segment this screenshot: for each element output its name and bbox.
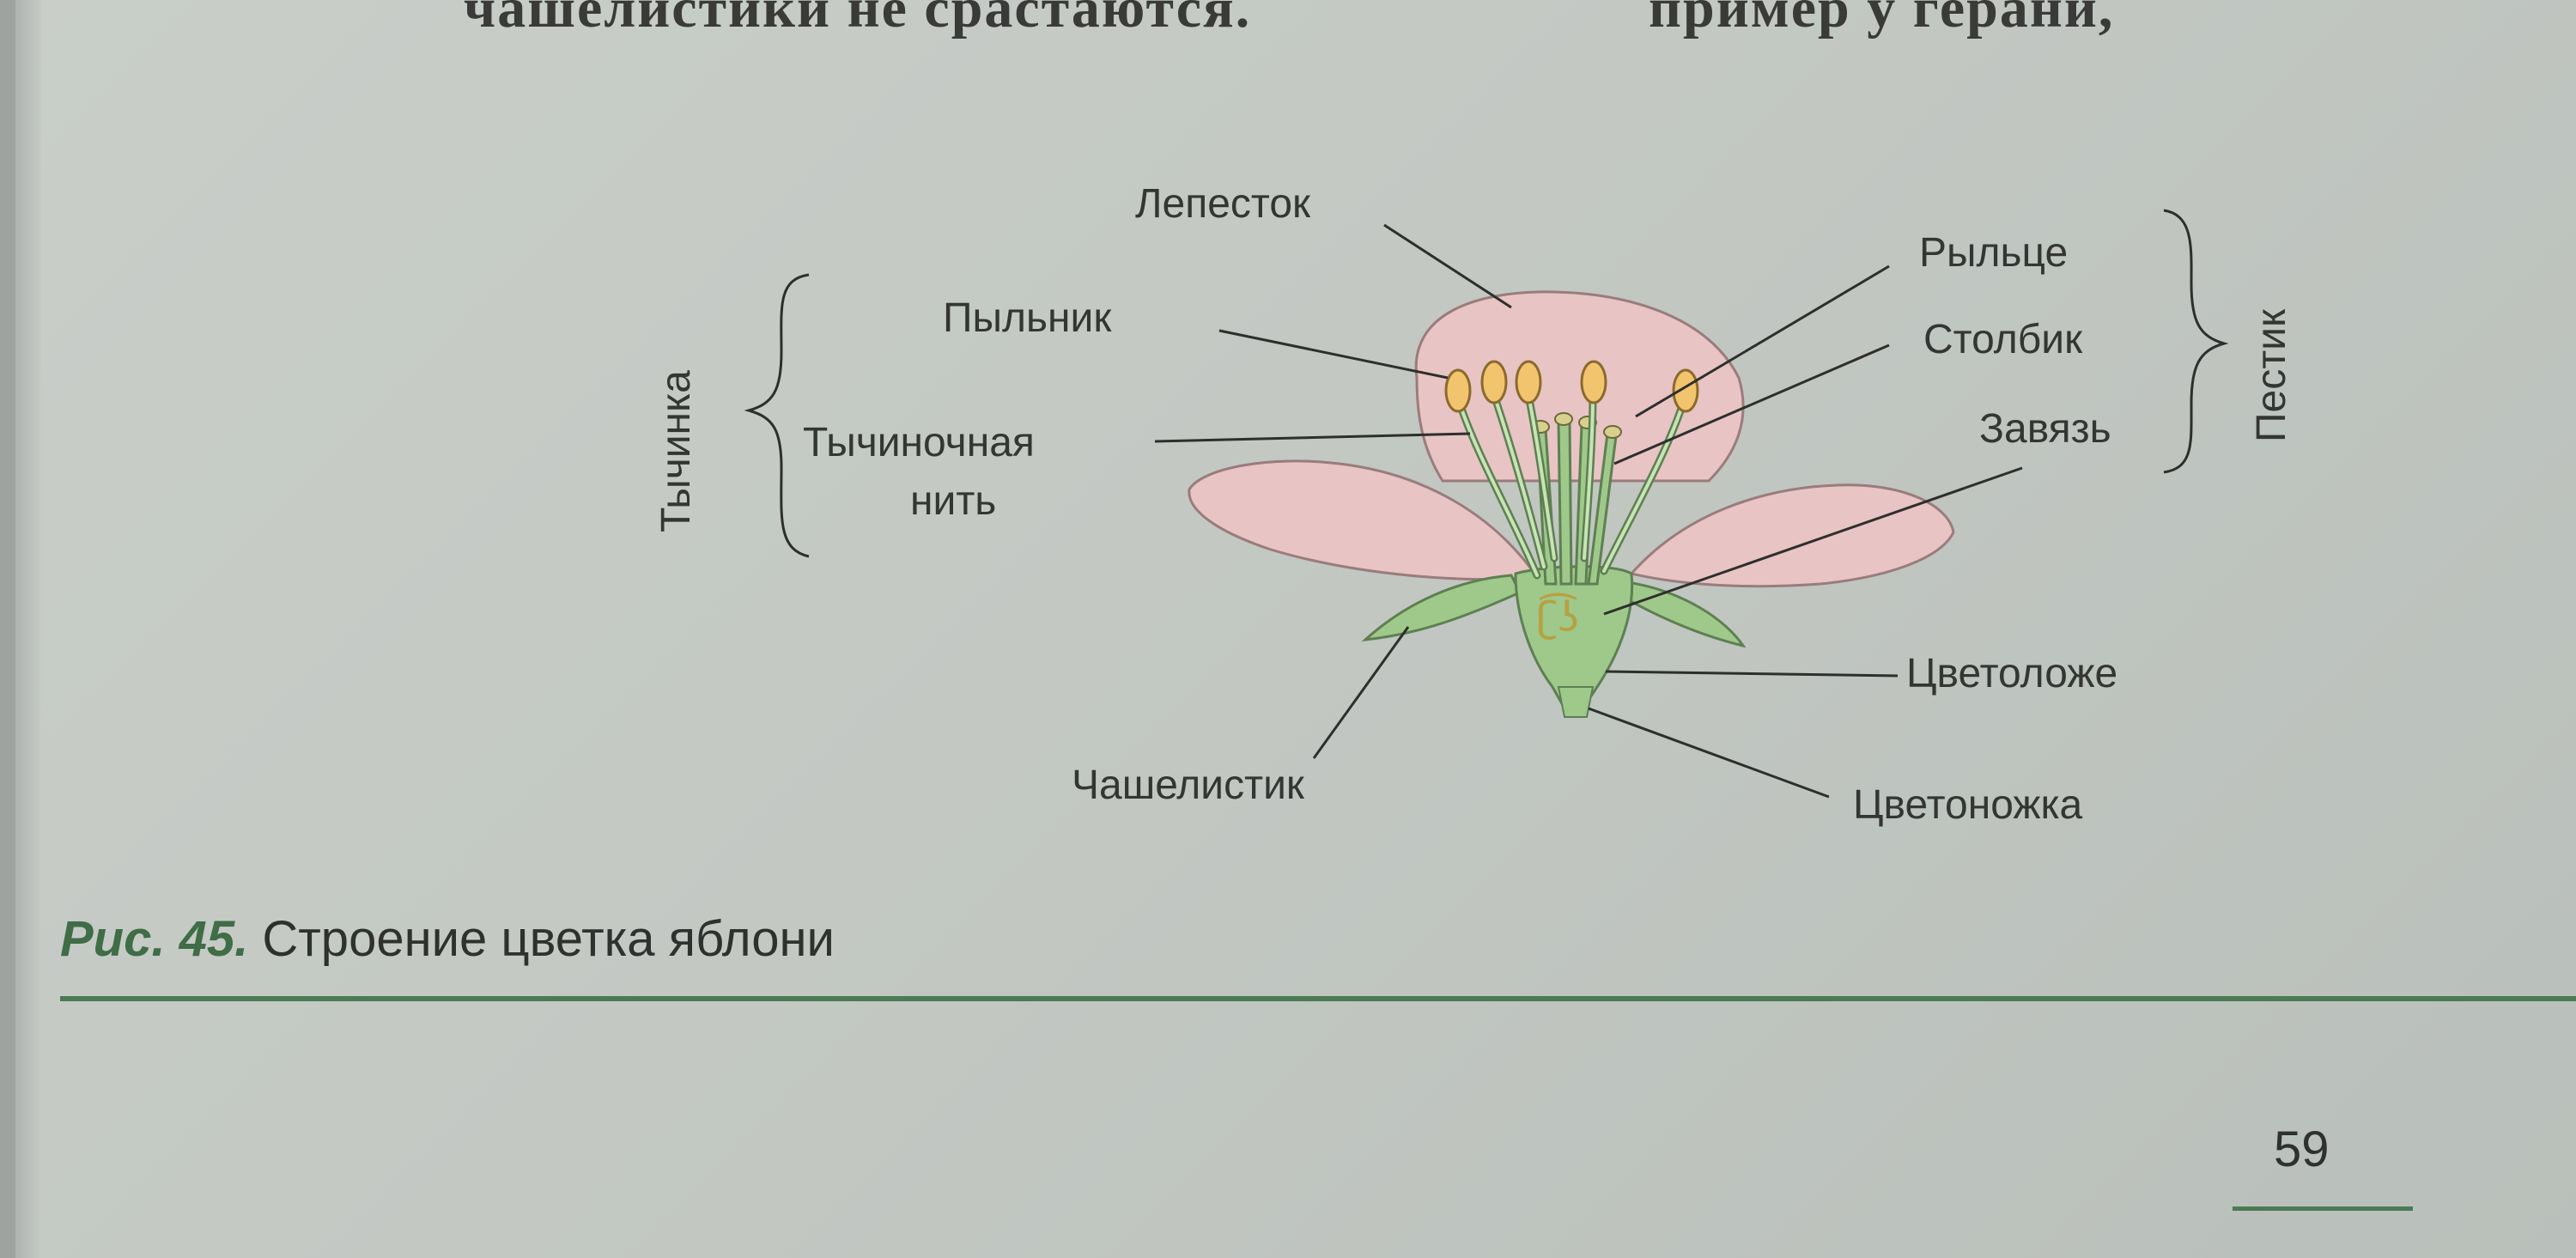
page-number-rule bbox=[2233, 1206, 2413, 1211]
figure-title: Строение цветка яблони bbox=[262, 911, 835, 967]
label-stamen-group: Тычинка bbox=[653, 370, 699, 532]
label-ovary: Завязь bbox=[1979, 406, 2111, 452]
page-gutter bbox=[15, 0, 41, 1258]
sepal-leader bbox=[1312, 626, 1410, 759]
label-anther: Пыльник bbox=[943, 295, 1112, 341]
filaments-inner bbox=[1458, 393, 1685, 577]
anther-leader bbox=[1218, 329, 1449, 380]
ovule-mark: ʗ͡ʖ bbox=[1537, 593, 1579, 641]
label-receptacle: Цветоложе bbox=[1906, 651, 2118, 696]
upper-petal bbox=[1414, 290, 1745, 483]
label-filament-line1: Тычиночная bbox=[803, 420, 1035, 465]
pedicel bbox=[1557, 686, 1595, 718]
label-sepal: Чашелистик bbox=[1072, 763, 1304, 808]
right-petal bbox=[1629, 483, 1955, 588]
figure-caption: Рис. 45. Строение цветка яблони bbox=[60, 910, 835, 968]
right-sepal bbox=[1621, 580, 1747, 648]
ovary-leader bbox=[1603, 466, 2023, 616]
label-filament-line2: нить bbox=[910, 478, 997, 524]
caption-rule bbox=[60, 996, 2576, 1001]
stigma-leader bbox=[1635, 264, 1890, 418]
leader-lines bbox=[1154, 223, 2023, 799]
figure-number: Рис. 45. bbox=[60, 911, 249, 967]
label-style: Столбик bbox=[1923, 317, 2083, 362]
petal-leader bbox=[1383, 223, 1512, 309]
pistil-brace bbox=[2163, 209, 2229, 474]
receptacle-leader bbox=[1605, 670, 1899, 678]
left-sepal bbox=[1361, 574, 1522, 641]
page-edge bbox=[0, 0, 15, 1258]
anthers bbox=[1444, 360, 1699, 413]
stamen-brace bbox=[744, 273, 810, 558]
top-text-left: чашелистики не срастаются. bbox=[464, 0, 1252, 40]
label-pistil-group: Пестик bbox=[2249, 309, 2294, 442]
page-number: 59 bbox=[2274, 1121, 2330, 1177]
style-leader bbox=[1613, 343, 1890, 465]
label-petal: Лепесток bbox=[1135, 181, 1311, 227]
pedicel-leader bbox=[1588, 707, 1830, 799]
filament-leader bbox=[1154, 432, 1471, 443]
top-text-right: пример у герани, bbox=[1649, 0, 2115, 40]
label-stigma: Рыльце bbox=[1919, 230, 2069, 276]
label-pedicel: Цветоножка bbox=[1853, 782, 2083, 828]
